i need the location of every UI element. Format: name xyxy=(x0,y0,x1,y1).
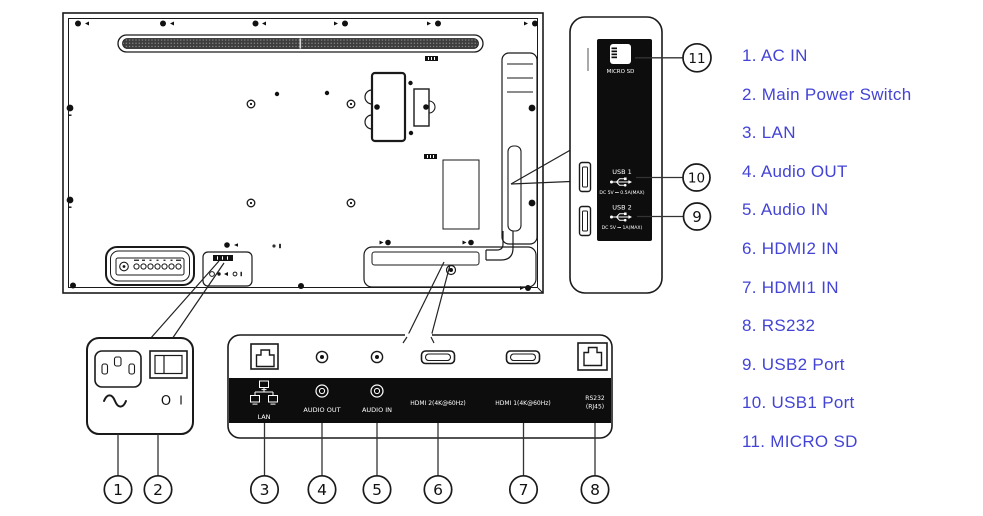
callout-9: 9 xyxy=(682,202,712,231)
callout-7: 7 xyxy=(508,474,539,505)
vesa-mount-holes xyxy=(246,99,356,208)
ac-wave-symbol xyxy=(103,394,127,408)
svg-text:8: 8 xyxy=(590,481,600,499)
hdmi2-label: HDMI 2(4K@60Hz) xyxy=(410,400,466,407)
callout-5: 5 xyxy=(362,474,392,505)
callout-3: 3 xyxy=(249,474,280,505)
usb1-spec: DC 5V ⎓ 0.5A(MAX) xyxy=(599,190,644,196)
callout-badges: 1 2 3 4 5 6 7 8 xyxy=(103,42,712,505)
lan-port xyxy=(250,343,279,370)
usb1-socket xyxy=(578,161,592,193)
audio-in-label: AUDIO IN xyxy=(362,406,392,414)
rs232-label-line2: (RJ45) xyxy=(586,404,604,411)
micro-sd-label: MICRO SD xyxy=(607,69,635,75)
audio-out-jack xyxy=(315,350,329,364)
audio-out-icon xyxy=(315,384,329,398)
audio-out-label: AUDIO OUT xyxy=(303,406,340,414)
side-detail-panel: MICRO SD USB 1 DC 5V ⎓ 0.5A(MAX) USB 2 xyxy=(569,16,663,294)
speaker-grille xyxy=(117,34,484,53)
usb2-icon xyxy=(610,212,632,222)
legend-item-2: 2. Main Power Switch xyxy=(742,84,912,104)
switch-off-symbol: O xyxy=(161,394,171,409)
svg-text:1: 1 xyxy=(113,481,123,499)
usb2-label: USB 2 xyxy=(612,204,632,212)
svg-text:3: 3 xyxy=(260,481,270,499)
control-keypad xyxy=(105,246,195,286)
side-io-cover xyxy=(485,52,538,261)
port-label-strip xyxy=(229,378,611,423)
svg-text:5: 5 xyxy=(372,481,382,499)
legend-item-10: 10. USB1 Port xyxy=(742,393,855,413)
callout-6: 6 xyxy=(423,474,453,505)
mount-bracket xyxy=(364,71,436,143)
legend-item-4: 4. Audio OUT xyxy=(742,161,848,181)
svg-text:2: 2 xyxy=(153,481,163,499)
legend-item-5: 5. Audio IN xyxy=(742,200,829,220)
callout-1: 1 xyxy=(103,474,133,505)
audio-in-jack xyxy=(370,350,384,364)
bottom-port-panel: LAN AUDIO OUT AUDIO IN HDMI 2(4K@60Hz) H… xyxy=(227,333,613,439)
svg-text:11: 11 xyxy=(688,51,705,67)
callout-10: 10 xyxy=(682,163,711,192)
vent-slots xyxy=(424,56,438,159)
callout-11: 11 xyxy=(682,42,712,73)
hdmi2-port xyxy=(420,350,456,365)
micro-sd-icon xyxy=(610,44,631,64)
hdmi1-label: HDMI 1(4K@60Hz) xyxy=(495,400,551,407)
hdmi1-port xyxy=(505,350,541,365)
display-rear-view xyxy=(62,12,544,294)
lan-icon xyxy=(250,380,278,405)
usb1-icon xyxy=(610,177,632,187)
lan-label: LAN xyxy=(257,413,270,421)
legend-item-3: 3. LAN xyxy=(742,123,796,143)
legend-item-6: 6. HDMI2 IN xyxy=(742,238,839,258)
callout-lines xyxy=(117,57,684,476)
callout-2: 2 xyxy=(143,474,173,505)
legend-item-8: 8. RS232 xyxy=(742,316,816,336)
main-power-switch xyxy=(149,350,188,379)
frame-miter-corner xyxy=(537,287,544,294)
ac-inlet-recess xyxy=(202,251,253,287)
callout-8: 8 xyxy=(580,474,610,505)
rating-label-area xyxy=(442,159,480,230)
side-label-strip xyxy=(597,39,652,241)
bottom-connector-recess xyxy=(363,239,537,288)
switch-on-symbol: I xyxy=(179,394,183,408)
svg-text:7: 7 xyxy=(519,481,529,499)
svg-text:6: 6 xyxy=(433,481,443,499)
usb1-label: USB 1 xyxy=(612,168,632,176)
svg-text:10: 10 xyxy=(688,171,705,187)
audio-in-icon xyxy=(370,384,384,398)
legend-item-9: 9. USB2 Port xyxy=(742,354,845,374)
leader-lines xyxy=(149,149,571,340)
usb2-spec: DC 5V ⎓ 1A(MAX) xyxy=(602,225,643,231)
ac-inlet xyxy=(94,350,142,388)
svg-text:4: 4 xyxy=(317,481,327,499)
legend-item-1: 1. AC IN xyxy=(742,46,808,65)
ac-detail-box: O I xyxy=(86,337,194,435)
legend-item-11: 11. MICRO SD xyxy=(742,431,858,451)
usb2-socket xyxy=(578,205,592,237)
svg-text:9: 9 xyxy=(692,208,702,226)
rs232-port xyxy=(577,342,608,371)
callout-4: 4 xyxy=(307,474,337,505)
legend-item-7: 7. HDMI1 IN xyxy=(742,277,839,297)
port-legend-list: 1. AC IN 2. Main Power Switch 3. LAN 4. … xyxy=(742,46,911,452)
rs232-label-line1: RS232 xyxy=(585,395,605,402)
